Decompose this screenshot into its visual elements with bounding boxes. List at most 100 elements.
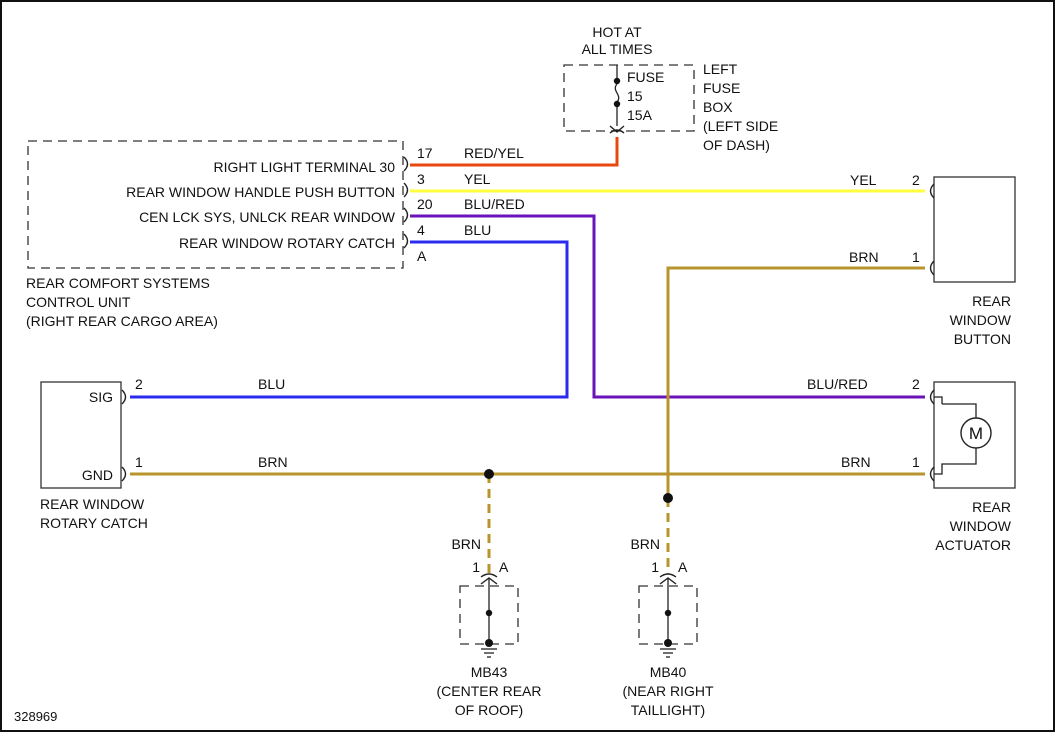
wire-color-label: RED/YEL <box>464 145 524 161</box>
rotary-catch-box <box>40 381 122 489</box>
ground-outline <box>459 585 519 645</box>
connector-pin-icon <box>403 233 409 249</box>
motor-symbol: M <box>969 424 983 443</box>
ground-name-line: (CENTER REAR <box>436 683 541 699</box>
button-name-line: WINDOW <box>950 312 1012 328</box>
fuse-location-line: FUSE <box>703 80 740 96</box>
control-unit-group: RIGHT LIGHT TERMINAL 30 REAR WINDOW HAND… <box>26 140 525 329</box>
fuse-connector-icon <box>609 125 625 133</box>
connector-pin-icon <box>403 207 409 223</box>
wire-color-label: BRN <box>451 536 481 552</box>
connector-pin-icon <box>929 389 935 405</box>
control-unit-pin-number: 20 <box>417 196 433 212</box>
connector-pin-icon <box>929 260 935 276</box>
wire-color-label: BRN <box>841 454 871 470</box>
fuse-group: HOT AT ALL TIMES FUSE 15 15A LEFT FUSE B… <box>563 24 778 153</box>
fuse-hot-line2: ALL TIMES <box>582 41 653 57</box>
button-name-line: REAR <box>972 293 1011 309</box>
actuator-pin-number: 1 <box>912 454 920 470</box>
actuator-name-line: ACTUATOR <box>935 537 1011 553</box>
connector-pin-icon <box>929 183 935 199</box>
wire-color-label: BRN <box>258 454 288 470</box>
splice-dot <box>484 469 494 479</box>
wire-blu <box>130 240 569 399</box>
ground-terminal-dot <box>485 639 493 647</box>
rotary-catch-name-line: ROTARY CATCH <box>40 515 148 531</box>
ground-outline <box>638 585 698 645</box>
wire-color-label: BLU/RED <box>807 376 868 392</box>
ground-terminal-dot <box>664 609 672 617</box>
rear-window-button-group: 2 1 YEL BRN REAR WINDOW BUTTON <box>849 172 1016 347</box>
ground-terminal-dot <box>664 639 672 647</box>
wire-color-label: BLU <box>258 376 285 392</box>
rotary-catch-gnd-label: GND <box>82 467 113 483</box>
fuse-pin-icon <box>609 129 625 134</box>
actuator-name-line: WINDOW <box>950 518 1012 534</box>
fuse-hot-line1: HOT AT <box>592 24 642 40</box>
wire-blu-red <box>410 214 925 399</box>
ground-pin-number: 1 <box>472 559 480 575</box>
connector-pin-icon <box>929 466 935 482</box>
connector-pin-icon <box>403 156 409 172</box>
rotary-catch-group: SIG GND 2 1 BLU BRN REAR WINDOW ROTARY C… <box>40 376 288 531</box>
actuator-internal-lead <box>934 396 943 404</box>
actuator-group: M 2 1 BLU/RED BRN REAR WINDOW ACTUATOR <box>807 376 1016 553</box>
fuse-box-outline <box>563 64 695 132</box>
wire-red-yel <box>410 137 619 167</box>
ground-name-line: (NEAR RIGHT <box>623 683 714 699</box>
splice-dot <box>663 493 673 503</box>
fuse-location-line: (LEFT SIDE <box>703 118 778 134</box>
control-unit-outline <box>27 140 404 269</box>
actuator-name-line: REAR <box>972 499 1011 515</box>
button-name-line: BUTTON <box>954 331 1011 347</box>
control-unit-terminal-label: RIGHT LIGHT TERMINAL 30 <box>213 159 395 175</box>
motor-icon <box>960 417 992 449</box>
wire-color-label: BRN <box>849 249 879 265</box>
control-unit-connector-id: A <box>417 248 427 264</box>
fuse-label: FUSE <box>627 69 664 85</box>
wire-color-label: YEL <box>464 171 491 187</box>
fuse-location-line: OF DASH) <box>703 137 770 153</box>
ground-name-line: MB43 <box>471 664 508 680</box>
ground-name-line: TAILLIGHT) <box>631 702 705 718</box>
figure-id: 328969 <box>14 709 57 724</box>
ground-connector-id: A <box>499 559 509 575</box>
ground-terminal-dot <box>485 609 493 617</box>
rear-window-button-box <box>933 176 1016 283</box>
control-unit-name-line: REAR COMFORT SYSTEMS <box>26 275 210 291</box>
control-unit-terminal-label: REAR WINDOW ROTARY CATCH <box>179 235 395 251</box>
button-pin-number: 1 <box>912 249 920 265</box>
ground-mb40-group: BRN 1 A MB40 (NEAR RIGHT TAILLIGHT) <box>623 536 714 718</box>
fuse-terminal-top <box>613 77 621 85</box>
actuator-internal-lead <box>942 403 977 418</box>
fuse-number: 15 <box>627 88 643 104</box>
rotary-catch-name-line: REAR WINDOW <box>40 496 145 512</box>
rotary-catch-pin-number: 1 <box>135 454 143 470</box>
control-unit-pin-number: 4 <box>417 222 425 238</box>
connector-pin-icon <box>480 573 498 578</box>
fuse-terminal-bottom <box>613 100 621 108</box>
rotary-catch-pin-number: 2 <box>135 376 143 392</box>
ground-name-line: OF ROOF) <box>455 702 523 718</box>
control-unit-name-line: (RIGHT REAR CARGO AREA) <box>26 313 218 329</box>
ground-pin-number: 1 <box>651 559 659 575</box>
connector-pin-icon <box>403 182 409 198</box>
wire-brn-button <box>666 266 925 498</box>
connector-pin-icon <box>121 466 127 482</box>
fuse-location-line: BOX <box>703 99 733 115</box>
ground-connector-id: A <box>678 559 688 575</box>
wires-group <box>130 137 925 574</box>
fuse-element-icon <box>614 83 620 103</box>
control-unit-terminal-label: CEN LCK SYS, UNLCK REAR WINDOW <box>139 209 396 225</box>
control-unit-pin-number: 17 <box>417 145 433 161</box>
connector-pin-icon <box>121 389 127 405</box>
wire-color-label: BLU/RED <box>464 196 525 212</box>
fuse-rating: 15A <box>627 107 653 123</box>
rotary-catch-sig-label: SIG <box>89 389 113 405</box>
ground-mb43-group: BRN 1 A MB43 (CENTER REAR OF ROOF) <box>436 536 541 718</box>
actuator-pin-number: 2 <box>912 376 920 392</box>
wire-color-label: YEL <box>850 172 877 188</box>
